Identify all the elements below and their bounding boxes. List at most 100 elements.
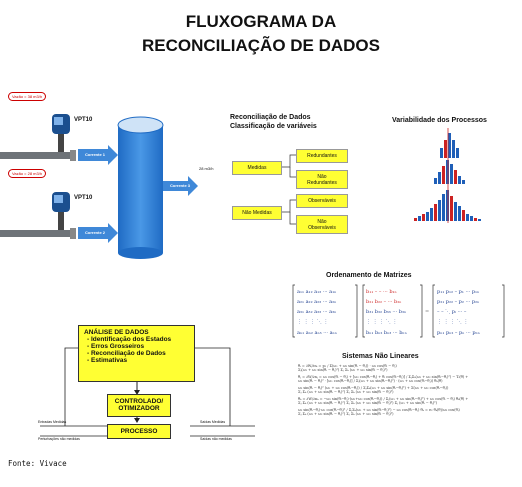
hist-bar bbox=[426, 212, 429, 221]
transmitter-stem-2 bbox=[58, 210, 64, 230]
variability-histograms bbox=[414, 128, 481, 223]
hist-bar bbox=[442, 194, 445, 221]
equation-line: ω₂ sin(θᵢ − θⱼ)² · [ω₁ cos(θᵢ−θⱼ)] / Σⱼ(… bbox=[298, 379, 443, 383]
connector-medidas-redundantes bbox=[280, 154, 296, 168]
analysis-box: ANÁLISE DE DADOS - Identificação dos Est… bbox=[78, 325, 195, 382]
equation-line: θⱼ = ∂W/∂nⱼ = ω₁ cos(θᵢ − θⱼ) + [ω₂ cos(… bbox=[298, 375, 469, 379]
hist-bar bbox=[440, 148, 443, 158]
hist-bar bbox=[454, 202, 457, 221]
matrix-row-text: bₙ₁ bₙ₂ bₙ₃ ··· bₙₙ bbox=[366, 330, 407, 336]
matrix-bracket bbox=[502, 284, 505, 338]
hist-bar bbox=[470, 216, 473, 221]
box-nao-observaveis-line2: Observáveis bbox=[308, 224, 336, 231]
vazao-1-bubble: Vazão = 38 m3/h bbox=[8, 92, 47, 101]
equation-line: Σⱼ Σₖ (ω₁ + ω₂ sin(θᵢ − θⱼ)²) Σⱼ Σₖ (ω₁ … bbox=[298, 401, 437, 405]
connector-nao-medidas-observaveis bbox=[280, 199, 296, 213]
vpt-label-2: VPT10 bbox=[74, 195, 93, 201]
corrente-1-label: Corrente 1 bbox=[85, 152, 106, 157]
tank-bottom bbox=[118, 247, 163, 259]
hist-bar bbox=[478, 219, 481, 221]
hist-bar bbox=[462, 210, 465, 221]
matrix-bracket bbox=[292, 284, 295, 338]
variability-title: Variabilidade dos Processos bbox=[392, 117, 487, 124]
transmitter-display-2 bbox=[54, 195, 63, 203]
analysis-item: - Identificação dos Estados bbox=[87, 336, 172, 343]
matrix-bracket bbox=[362, 284, 365, 338]
feedback-line-right bbox=[195, 347, 231, 426]
matrix-row-text: b₂₁ b₂₂ – ··· b₂ₙ bbox=[366, 299, 401, 305]
box-nao-redundantes: Não Redundantes bbox=[296, 170, 348, 189]
flange-2 bbox=[70, 228, 76, 239]
corrente-3-label: Corrente 3 bbox=[170, 183, 191, 188]
box-nao-medidas: Não Medidas bbox=[232, 206, 282, 220]
hist-bar bbox=[458, 206, 461, 221]
hist-bar bbox=[438, 200, 441, 221]
hist-bar bbox=[458, 176, 461, 184]
hist-bar bbox=[474, 218, 477, 221]
box-redundantes: Redundantes bbox=[296, 149, 348, 163]
analysis-item: - Erros Grosseiros bbox=[87, 343, 145, 350]
hist-bar bbox=[446, 190, 449, 221]
hist-bar bbox=[466, 214, 469, 221]
box-nao-redundantes-line1: Não bbox=[317, 173, 327, 180]
output-unmeasured-label: Saídas não medidas bbox=[200, 437, 232, 441]
equation-line: Σⱼ Σₖ (ω₁ + ω₂ sin(θᵢ − θⱼ)²) Σⱼ Σₖ (ω₁ … bbox=[298, 412, 394, 416]
equation-line: ω₂ sin(θᵢ − θⱼ)² (ω₁ + ω₂ cos(θᵢ−θⱼ)) / … bbox=[298, 386, 449, 390]
box-medidas-label: Medidas bbox=[247, 165, 267, 171]
matrix-row-text: pₙ₁ pₙ₂ – pₙ ··· pₙₙ bbox=[437, 330, 480, 336]
analysis-item-text: Erros Grosseiros bbox=[90, 343, 145, 350]
histogram-row-3 bbox=[414, 190, 481, 221]
analysis-item: - Reconciliação de Dados bbox=[87, 350, 166, 357]
arrow-corrente-3 bbox=[163, 176, 198, 196]
transmitter-stem-1 bbox=[58, 132, 64, 152]
hist-bar bbox=[414, 218, 417, 221]
tank-body bbox=[118, 125, 163, 253]
equation-line: θᵢ = ∂W/∂nᵢ = p₁ / Σ(ω₁ + ω₂ sin(θᵢ − θⱼ… bbox=[298, 364, 397, 368]
analysis-item-text: Estimativas bbox=[90, 357, 128, 364]
classification-title-2: Classificação de variáveis bbox=[230, 123, 317, 130]
controller-line-1: CONTROLADO/ bbox=[114, 398, 164, 405]
title-line-1: FLUXOGRAMA DA bbox=[185, 12, 337, 31]
box-observaveis-label: Observáveis bbox=[308, 198, 336, 204]
analysis-item-text: Reconciliação de Dados bbox=[90, 350, 166, 357]
matrix-row-text: a₁₁ a₁₂ a₁₃ ··· a₁ₙ bbox=[297, 289, 336, 295]
classification-title-1: Reconciliação de Dados bbox=[230, 114, 311, 121]
hist-bar bbox=[434, 178, 437, 184]
hist-bar bbox=[452, 140, 455, 158]
matrix-bracket bbox=[355, 284, 358, 338]
histogram-row-1 bbox=[440, 133, 459, 158]
histogram-row-2 bbox=[434, 160, 465, 184]
tank-top bbox=[117, 116, 164, 134]
matrix-row-text: – – ⋱ pᵢ ··· – bbox=[437, 309, 467, 315]
box-nao-redundantes-line2: Redundantes bbox=[307, 179, 337, 186]
hist-bar bbox=[448, 133, 451, 158]
matrix-row-text: aₙ₁ aₙ₂ aₙ₃ ··· aₙₙ bbox=[297, 330, 337, 336]
title-line-2: RECONCILIAÇÃO DE DADOS bbox=[141, 36, 380, 55]
outflow-label: 28 m3/h bbox=[199, 166, 214, 171]
hist-bar bbox=[444, 140, 447, 158]
vpt-label-1: VPT10 bbox=[74, 117, 93, 123]
nonlinear-title: Sistemas Não Lineares bbox=[342, 353, 419, 360]
hist-bar bbox=[462, 180, 465, 184]
input-unmeasured-label: Perturbações não medidas bbox=[38, 437, 80, 441]
feedback-line-left bbox=[64, 347, 80, 426]
transmitter-display-1 bbox=[54, 117, 63, 125]
input-measured-label: Entradas Medidas bbox=[38, 420, 67, 424]
matrix-row-text: a₂₁ a₂₂ a₂₃ ··· a₂ₙ bbox=[297, 299, 336, 305]
process-box: PROCESSO bbox=[107, 424, 171, 439]
matrix-bracket bbox=[432, 284, 435, 338]
analysis-item: - Estimativas bbox=[87, 357, 128, 364]
box-medidas: Medidas bbox=[232, 161, 282, 175]
box-nao-medidas-label: Não Medidas bbox=[242, 210, 272, 216]
nonlinear-equations: θᵢ = ∂W/∂nᵢ = p₁ / Σ(ω₁ + ω₂ sin(θᵢ − θⱼ… bbox=[298, 364, 513, 482]
matrix-bracket bbox=[420, 284, 423, 338]
box-observaveis: Observáveis bbox=[296, 194, 348, 208]
hist-bar bbox=[422, 214, 425, 221]
matrix-row-text: b₃₁ b₃₂ b₃₃ ··· b₃ₙ bbox=[366, 309, 406, 315]
arrowhead bbox=[134, 418, 140, 423]
hist-bar bbox=[434, 204, 437, 221]
vazao-2-bubble: Vazão = 28 m3/h bbox=[8, 169, 47, 178]
process-label: PROCESSO bbox=[120, 428, 158, 435]
arrowhead bbox=[134, 390, 140, 395]
hist-bar bbox=[456, 148, 459, 158]
